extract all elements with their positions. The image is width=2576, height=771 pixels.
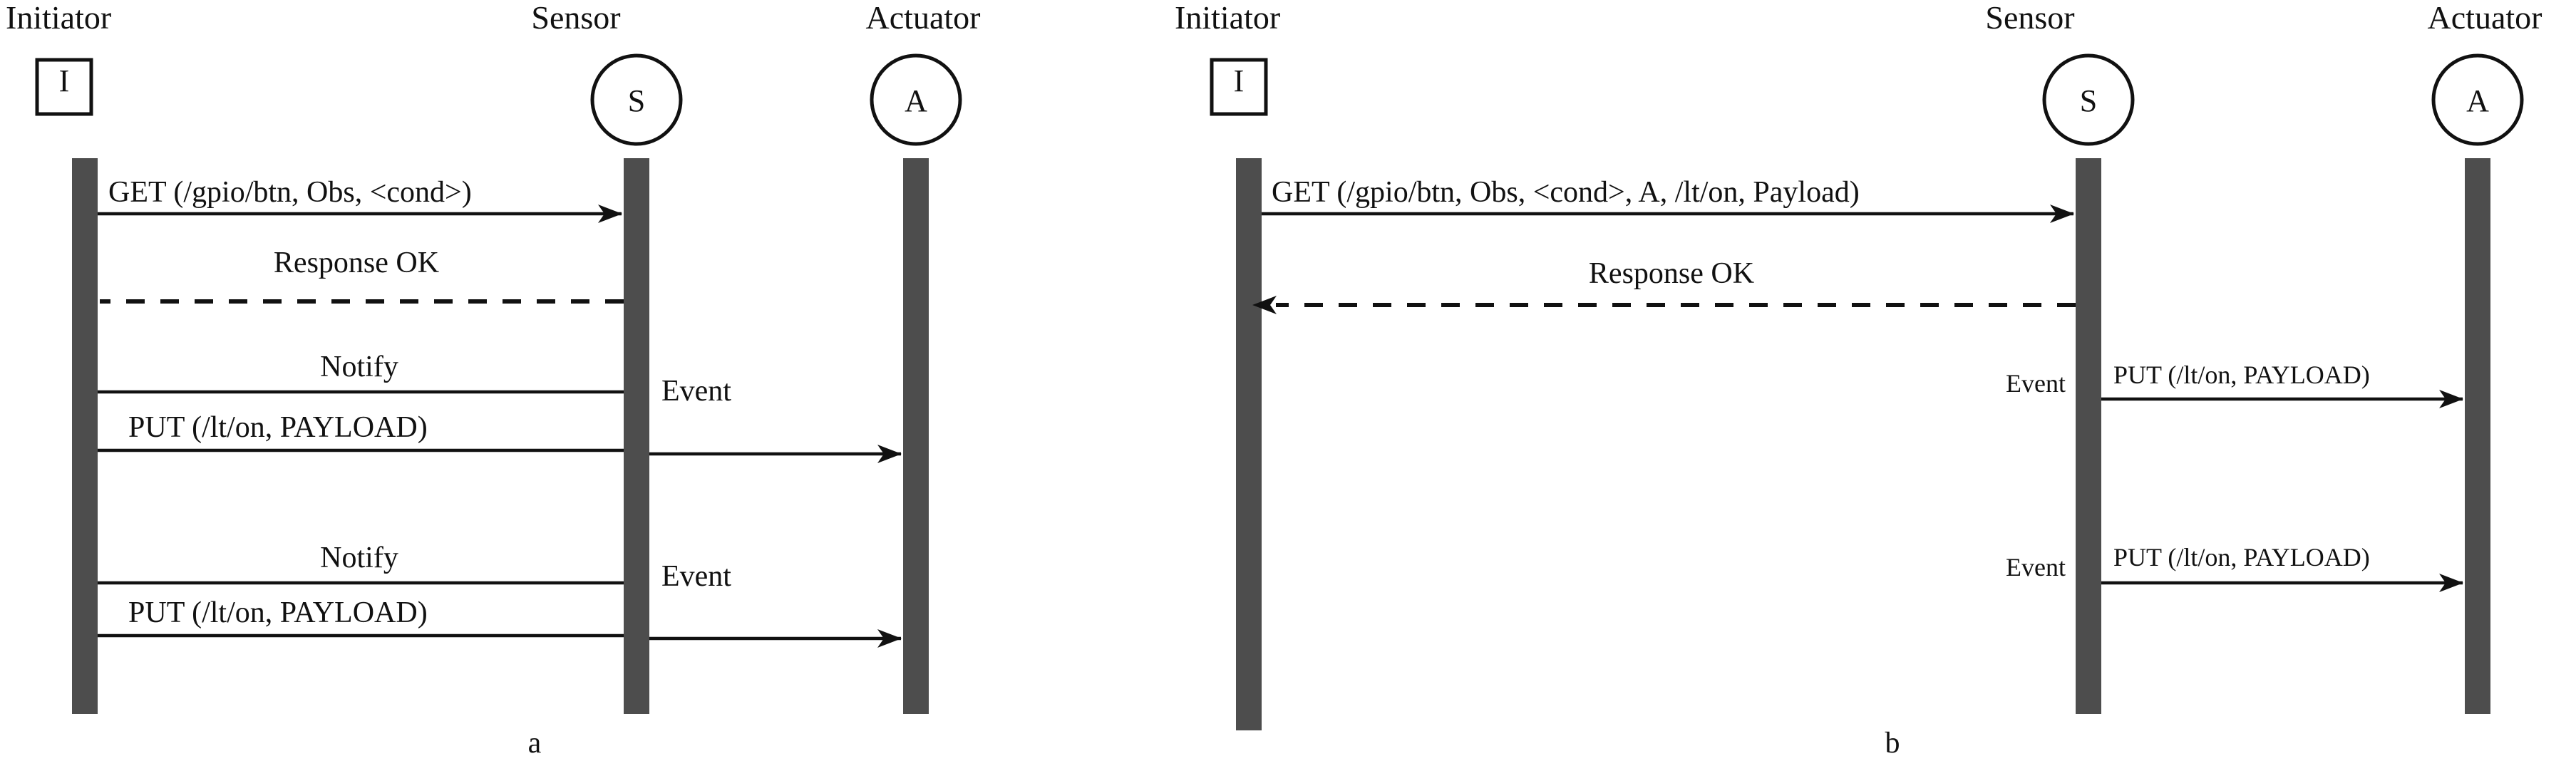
a-initiator-lifeline [72, 158, 98, 714]
b-initiator-box [1210, 58, 1268, 116]
b-message-label-event-2: Event [2006, 553, 2066, 581]
b-sensor-circle [2042, 53, 2135, 146]
a-message-label-get: GET (/gpio/btn, Obs, <cond>) [108, 176, 472, 209]
a-actuator-lifeline [903, 158, 929, 714]
a-caption: a [528, 727, 542, 760]
a-message-label-event-1: Event [661, 375, 731, 408]
a-message-label-event-2: Event [661, 560, 731, 593]
b-message-label-put-1: PUT (/lt/on, PAYLOAD) [2113, 361, 2370, 389]
a-message-label-notify-1: Notify [320, 351, 398, 383]
a-message-label-put-1: PUT (/lt/on, PAYLOAD) [128, 411, 428, 444]
a-initiator-symbol: I [59, 63, 70, 98]
b-initiator-title: Initiator [1175, 0, 1280, 36]
b-message-label-response-ok: Response OK [1589, 257, 1754, 290]
a-initiator-title: Initiator [6, 0, 111, 36]
a-message-label-put-2: PUT (/lt/on, PAYLOAD) [128, 596, 428, 629]
a-actuator-circle [870, 53, 962, 146]
a-initiator-box [35, 58, 93, 116]
a-sensor-lifeline [624, 158, 649, 714]
b-initiator-symbol: I [1234, 63, 1245, 98]
a-sensor-title: Sensor [531, 0, 620, 36]
a-sensor-circle [590, 53, 683, 146]
a-actuator-title: Actuator [866, 0, 981, 36]
b-message-label-put-2: PUT (/lt/on, PAYLOAD) [2113, 543, 2370, 571]
a-message-label-notify-2: Notify [320, 542, 398, 574]
b-sensor-symbol: S [2080, 83, 2097, 118]
b-actuator-title: Actuator [2428, 0, 2542, 36]
b-sensor-lifeline [2076, 158, 2101, 714]
b-actuator-lifeline [2465, 158, 2490, 714]
b-actuator-symbol: A [2466, 83, 2489, 118]
b-sensor-title: Sensor [1985, 0, 2074, 36]
a-actuator-symbol: A [905, 83, 927, 118]
b-message-label-get: GET (/gpio/btn, Obs, <cond>, A, /lt/on, … [1272, 176, 1860, 209]
b-initiator-lifeline [1236, 158, 1262, 730]
a-message-label-response-ok: Response OK [274, 247, 439, 279]
a-sensor-symbol: S [628, 83, 645, 118]
b-actuator-circle [2431, 53, 2524, 146]
b-caption: b [1885, 727, 1900, 760]
b-message-label-event-1: Event [2006, 369, 2066, 398]
